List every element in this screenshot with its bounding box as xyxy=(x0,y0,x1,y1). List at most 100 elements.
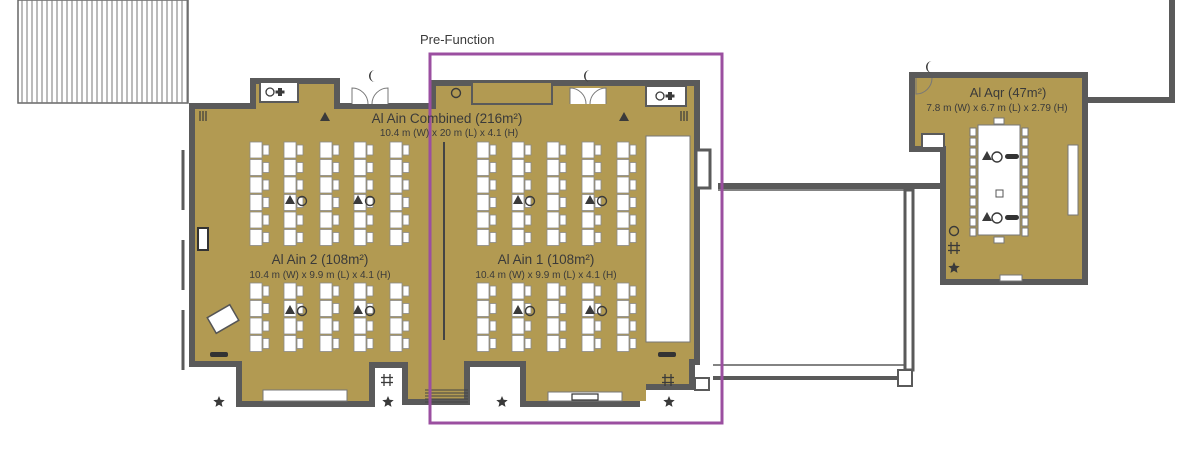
chair xyxy=(629,285,637,297)
chair xyxy=(969,217,977,227)
chair xyxy=(524,338,532,349)
chair xyxy=(296,179,304,191)
chair xyxy=(262,338,270,349)
classroom-table xyxy=(319,159,333,176)
chair xyxy=(524,144,532,156)
triangle-icon xyxy=(619,112,629,121)
classroom-table xyxy=(283,282,297,300)
triangle-icon xyxy=(353,195,363,204)
chair xyxy=(629,232,637,243)
chair xyxy=(1021,207,1029,217)
chair xyxy=(969,177,977,187)
chair xyxy=(524,320,532,332)
star-icon xyxy=(496,396,508,407)
chair xyxy=(489,303,497,314)
classroom-table xyxy=(319,141,333,159)
chair xyxy=(594,162,602,173)
chair xyxy=(296,144,304,156)
chair xyxy=(1021,227,1029,237)
classroom-table xyxy=(511,335,525,352)
classroom-table xyxy=(249,159,263,176)
ain1-room-dims: 10.4 m (W) x 9.9 m (L) x 4.1 (H) xyxy=(475,270,616,281)
chair xyxy=(262,320,270,332)
classroom-table xyxy=(546,159,560,176)
chair xyxy=(296,320,304,332)
classroom-table xyxy=(616,211,630,229)
classroom-table xyxy=(249,211,263,229)
chair xyxy=(969,167,977,177)
star-icon xyxy=(663,396,675,407)
classroom-table xyxy=(389,335,403,352)
circle-icon xyxy=(364,305,376,317)
chair xyxy=(262,197,270,208)
chair xyxy=(559,320,567,332)
chair xyxy=(489,320,497,332)
chair xyxy=(629,303,637,314)
chair xyxy=(366,320,374,332)
stage xyxy=(645,135,691,343)
classroom-table xyxy=(249,176,263,194)
chair xyxy=(402,197,410,208)
classroom-table xyxy=(353,300,367,317)
classroom-tables xyxy=(249,141,637,352)
chair xyxy=(594,232,602,243)
chair xyxy=(296,338,304,349)
classroom-table xyxy=(283,229,297,246)
triangle-icon xyxy=(285,305,295,314)
chair xyxy=(402,285,410,297)
chair xyxy=(262,232,270,243)
classroom-table xyxy=(546,335,560,352)
chair xyxy=(524,285,532,297)
chair xyxy=(969,157,977,167)
chair xyxy=(366,214,374,226)
chair xyxy=(332,144,340,156)
triangle-icon xyxy=(982,212,992,221)
symbols xyxy=(199,61,1019,407)
classroom-table xyxy=(319,335,333,352)
chair xyxy=(629,320,637,332)
classroom-table xyxy=(581,176,595,194)
chair xyxy=(262,162,270,173)
chair xyxy=(366,144,374,156)
circle-icon xyxy=(991,151,1003,163)
chair xyxy=(629,338,637,349)
classroom-table xyxy=(546,282,560,300)
triangle-icon xyxy=(320,112,330,121)
classroom-table xyxy=(389,229,403,246)
classroom-table xyxy=(249,282,263,300)
chair xyxy=(262,303,270,314)
chair xyxy=(332,303,340,314)
chair xyxy=(969,127,977,137)
aqr-room-name: Al Aqr (47m²) xyxy=(970,85,1047,100)
chair xyxy=(296,162,304,173)
classroom-table xyxy=(283,176,297,194)
classroom-table xyxy=(476,317,490,335)
classroom-table xyxy=(616,282,630,300)
chair xyxy=(366,179,374,191)
chair xyxy=(559,144,567,156)
classroom-table xyxy=(616,194,630,211)
classroom-table xyxy=(353,229,367,246)
classroom-table xyxy=(319,176,333,194)
chair xyxy=(993,117,1005,125)
chair xyxy=(332,338,340,349)
classroom-table xyxy=(353,159,367,176)
chair xyxy=(402,214,410,226)
classroom-table xyxy=(319,282,333,300)
chair xyxy=(1021,147,1029,157)
chair xyxy=(559,285,567,297)
classroom-table xyxy=(319,194,333,211)
chair xyxy=(402,162,410,173)
classroom-table xyxy=(249,335,263,352)
moon-icon xyxy=(369,70,375,82)
corridor-walls xyxy=(694,0,1175,391)
classroom-table xyxy=(511,159,525,176)
chair xyxy=(366,232,374,243)
classroom-table xyxy=(353,335,367,352)
chair xyxy=(629,214,637,226)
classroom-table xyxy=(581,317,595,335)
first-aid-icon xyxy=(665,92,675,100)
classroom-table xyxy=(546,141,560,159)
chair xyxy=(1021,217,1029,227)
classroom-table xyxy=(511,317,525,335)
